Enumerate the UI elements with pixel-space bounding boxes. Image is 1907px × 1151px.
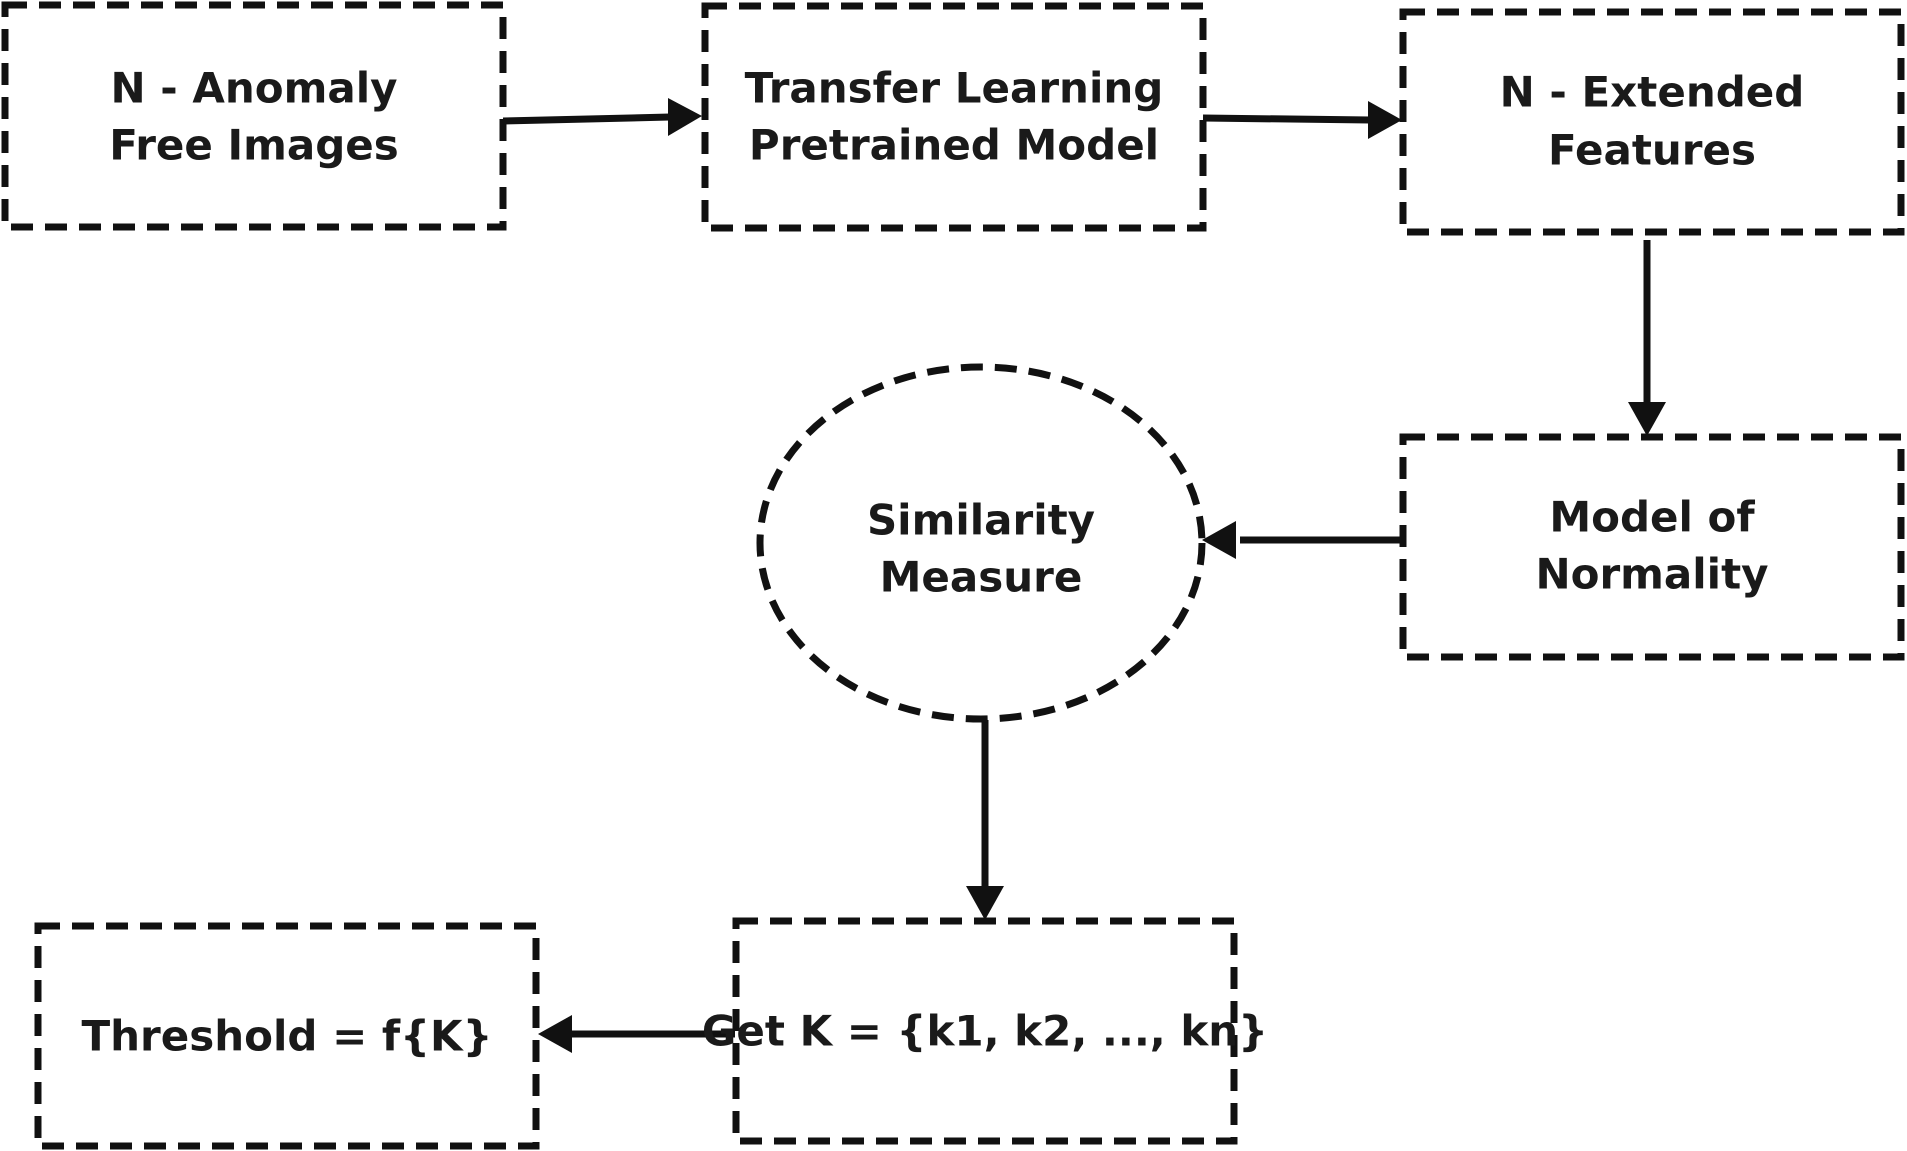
node-extended-features-line2: Features [1548, 126, 1756, 175]
node-pretrained-model-line2: Pretrained Model [749, 121, 1159, 170]
arrow-similarity-to-getk [966, 720, 1004, 920]
edges [502, 98, 1666, 1053]
node-extended-features-line1: N - Extended [1500, 68, 1805, 117]
node-anomaly-free-images-line1: N - Anomaly [111, 64, 398, 113]
arrow-anomaly-to-pretrained [502, 98, 702, 136]
node-similarity-measure: Similarity Measure [756, 363, 1206, 723]
node-model-of-normality-line2: Normality [1535, 550, 1768, 599]
node-model-of-normality-line1: Model of [1549, 493, 1755, 542]
node-similarity-measure-line1: Similarity [867, 496, 1095, 545]
node-pretrained-model-line1: Transfer Learning [745, 64, 1164, 113]
arrow-pretrained-to-extended [1202, 101, 1402, 139]
node-extended-features: N - Extended Features [1399, 8, 1905, 236]
node-anomaly-free-images-line2: Free Images [109, 121, 399, 170]
node-anomaly-free-images: N - Anomaly Free Images [1, 1, 507, 231]
node-get-k-line1: Get K = {k1, k2, ..., kn} [702, 1007, 1268, 1056]
node-pretrained-model: Transfer Learning Pretrained Model [701, 2, 1207, 232]
node-threshold-line1: Threshold = f{K} [81, 1012, 492, 1061]
arrow-extended-to-normality [1628, 240, 1666, 436]
arrow-normality-to-similarity [1202, 521, 1402, 559]
node-get-k: Get K = {k1, k2, ..., kn} [702, 917, 1268, 1145]
node-threshold: Threshold = f{K} [34, 922, 540, 1150]
node-similarity-measure-line2: Measure [880, 553, 1083, 602]
node-model-of-normality: Model of Normality [1399, 433, 1905, 661]
arrow-getk-to-threshold [538, 1015, 735, 1053]
